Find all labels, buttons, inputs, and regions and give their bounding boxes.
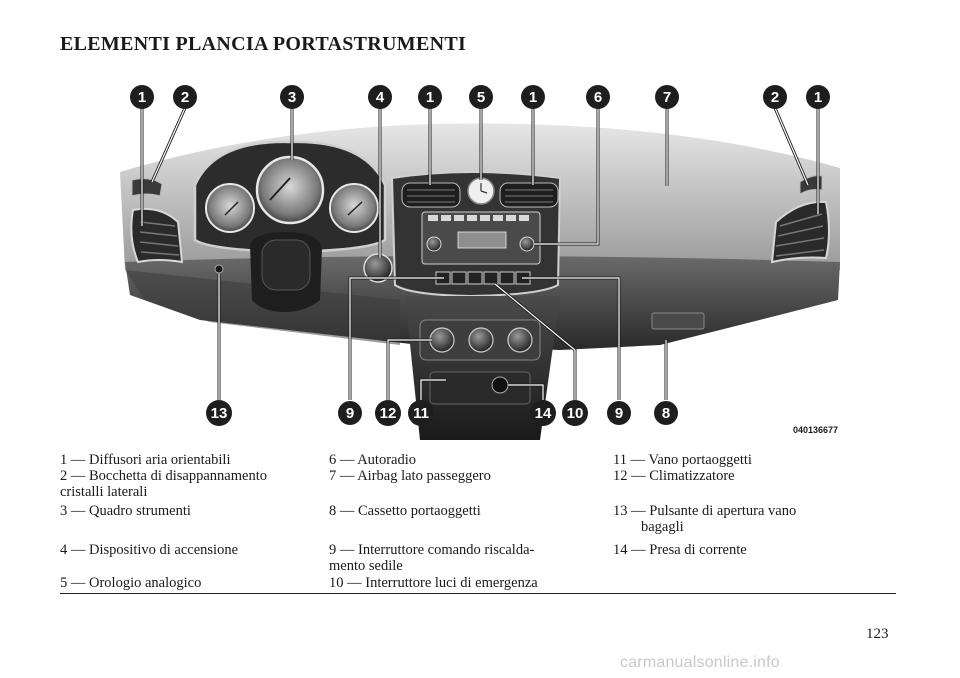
center-vent-right	[499, 182, 559, 208]
svg-text:13: 13	[211, 405, 228, 422]
svg-text:12: 12	[380, 405, 397, 422]
callout-9b: 9	[607, 401, 631, 425]
callout-11: 11	[408, 400, 434, 426]
watermark: carmanualsonline.info	[620, 654, 780, 671]
legend-item-9: 9 — Interruttore comando riscalda-mento …	[329, 542, 535, 574]
legend-item-5: 5 — Orologio analogico	[60, 575, 202, 591]
legend-item-14: 14 — Presa di corrente	[613, 542, 747, 558]
left-side-vent	[131, 178, 163, 197]
callout-8: 8	[654, 401, 678, 425]
callout-9a: 9	[338, 401, 362, 425]
svg-text:9: 9	[615, 405, 623, 422]
callout-1b: 1	[418, 85, 442, 109]
leader-lines	[140, 107, 820, 400]
figure-code: 040136677	[793, 425, 838, 435]
climate-knob-2	[468, 327, 494, 353]
ignition-device	[363, 253, 393, 283]
climate-knob-1	[429, 327, 455, 353]
svg-text:14: 14	[535, 405, 552, 422]
callout-7: 7	[655, 85, 679, 109]
page-number: 123	[866, 626, 889, 642]
svg-text:1: 1	[426, 89, 434, 106]
gauge-left	[205, 183, 255, 233]
callout-12: 12	[375, 400, 401, 426]
legend-item-12: 12 — Climatizzatore	[613, 468, 735, 484]
dashboard-illustration: 1 2 3 4 1 5 1 6 7 2 1 13 9 12 11 14 10 9…	[120, 85, 840, 440]
svg-text:2: 2	[181, 89, 189, 106]
svg-text:4: 4	[376, 89, 385, 106]
legend-item-1: 1 — Diffusori aria orientabili	[60, 452, 231, 468]
callout-1a: 1	[130, 85, 154, 109]
callout-1c: 1	[521, 85, 545, 109]
svg-text:10: 10	[567, 405, 584, 422]
callout-4: 4	[368, 85, 392, 109]
legend-item-7: 7 — Airbag lato passeggero	[329, 468, 491, 484]
gauge-center	[255, 155, 325, 225]
callout-5: 5	[469, 85, 493, 109]
legend-item-4: 4 — Dispositivo di accensione	[60, 542, 239, 558]
radio-knob-left	[426, 236, 442, 252]
svg-text:11: 11	[413, 405, 429, 422]
power-outlet	[491, 376, 509, 394]
storage-tray	[429, 371, 531, 405]
callout-10: 10	[562, 400, 588, 426]
gauge-right	[329, 183, 379, 233]
callout-6: 6	[586, 85, 610, 109]
callout-14: 14	[530, 400, 556, 426]
callout-3: 3	[280, 85, 304, 109]
radio-knob-right	[519, 236, 535, 252]
callout-2a: 2	[173, 85, 197, 109]
svg-text:2: 2	[771, 89, 779, 106]
radio-display	[457, 231, 507, 249]
callout-2b: 2	[763, 85, 787, 109]
legend-item-8: 8 — Cassetto portaoggetti	[329, 503, 481, 519]
center-vent-left	[401, 182, 461, 208]
callout-13: 13	[206, 400, 232, 426]
svg-text:1: 1	[529, 89, 537, 106]
page-title: ELEMENTI PLANCIA PORTASTRUMENTI	[60, 33, 467, 55]
svg-text:5: 5	[477, 89, 485, 106]
callouts-bottom: 13 9 12 11 14 10 9 8	[206, 400, 678, 426]
callout-1d: 1	[806, 85, 830, 109]
svg-text:7: 7	[663, 89, 671, 106]
legend-item-3: 3 — Quadro strumenti	[60, 503, 191, 519]
legend-item-10: 10 — Interruttore luci di emergenza	[329, 575, 538, 591]
trunk-release-button	[214, 264, 224, 274]
right-vent	[770, 200, 830, 264]
climate-knob-3	[507, 327, 533, 353]
svg-text:6: 6	[594, 89, 602, 106]
svg-text:1: 1	[814, 89, 822, 106]
svg-text:9: 9	[346, 405, 354, 422]
svg-text:8: 8	[662, 405, 670, 422]
svg-text:1: 1	[138, 89, 146, 106]
switch-bank	[435, 271, 531, 285]
svg-text:3: 3	[288, 89, 296, 106]
callouts-top: 1 2 3 4 1 5 1 6 7 2 1	[130, 85, 830, 109]
footer-rule	[60, 593, 896, 594]
legend-item-6: 6 — Autoradio	[329, 452, 416, 468]
glove-box-handle	[651, 312, 705, 330]
legend-item-11: 11 — Vano portaoggetti	[613, 452, 752, 468]
